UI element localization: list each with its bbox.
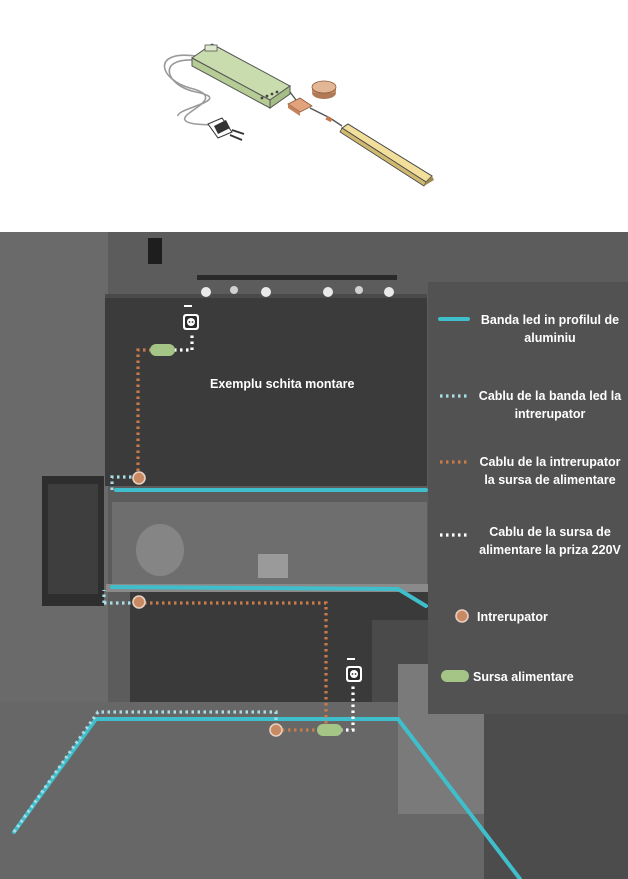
legend-symbol-switch <box>455 609 469 623</box>
legend-label-led-switch: Cablu de la banda led la intrerupator <box>478 389 622 422</box>
legend-label-psu-plug: Cablu de la sursa de alimentare la priza… <box>479 525 621 558</box>
kitchen-scene: Exemplu schita montare Banda led in prof… <box>0 232 628 879</box>
plug-icon <box>207 117 245 141</box>
legend-symbols <box>438 317 470 682</box>
product-illustration <box>0 0 628 232</box>
cable-led-switch-upper <box>110 475 138 490</box>
cable-led-switch-floor <box>12 710 278 833</box>
legend-label-switch: Intrerupator <box>477 610 548 624</box>
led-strip-floor <box>12 717 522 879</box>
legend-label-switch-psu: Cablu de la intrerupator la sursa de ali… <box>479 455 621 488</box>
cable-switch-psu-counter <box>138 601 328 729</box>
cable-switch-psu-upper <box>136 348 150 477</box>
wall-cabinet <box>105 294 427 486</box>
legend-label-psu: Sursa alimentare <box>473 670 574 684</box>
diagram-title: Exemplu schita montare <box>210 377 355 391</box>
light-track <box>197 275 397 280</box>
connector-icon <box>287 97 343 127</box>
switch-icon <box>311 80 337 99</box>
led-strip-counter <box>110 585 428 608</box>
legend-label-led: Banda led in profilul de aluminiu <box>480 313 620 346</box>
switch-marker-floor <box>269 723 283 737</box>
switch-marker-upper <box>132 471 146 485</box>
legend-symbol-psu <box>441 670 469 682</box>
socket-icon <box>346 658 362 682</box>
power-cable-icon <box>163 54 219 129</box>
psu-marker-upper <box>150 344 175 356</box>
cable-psu-socket-upper <box>174 333 194 352</box>
power-supply-icon <box>191 43 291 109</box>
psu-marker-floor <box>317 724 342 736</box>
cable-psu-socket-floor <box>340 686 355 732</box>
switch-marker-counter <box>132 595 146 609</box>
led-profile-icon <box>339 123 434 187</box>
legend-panel <box>428 282 628 714</box>
socket-icon <box>183 305 199 330</box>
